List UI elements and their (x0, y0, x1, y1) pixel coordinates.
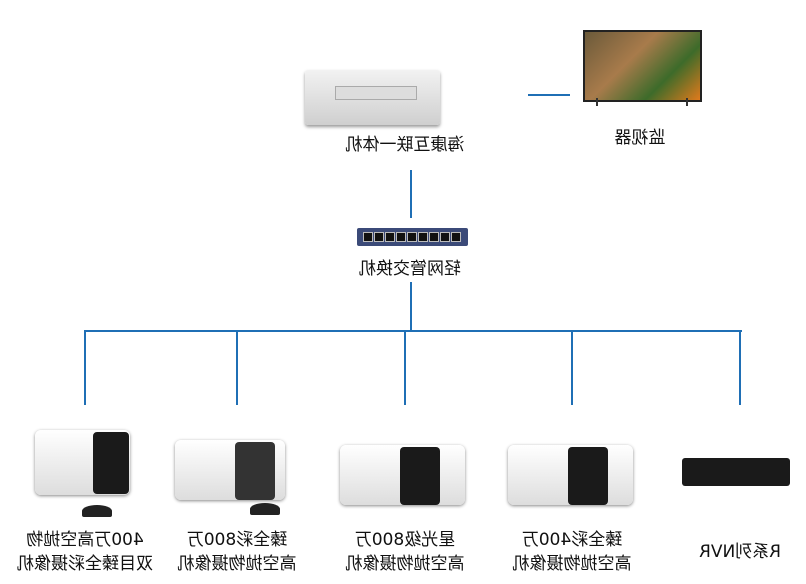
device-label: 星光级800万高空抛物摄像机 (345, 530, 465, 574)
link-line (410, 282, 412, 330)
all-in-one-label: 海康互联一体机 (345, 135, 465, 155)
link-line (528, 94, 570, 96)
camera-image (35, 430, 130, 495)
drop-line (236, 330, 238, 405)
drop-line (571, 330, 573, 405)
drop-line (84, 330, 86, 405)
drop-line (404, 330, 406, 405)
device-label: 臻全彩800万高空抛物摄像机 (177, 530, 297, 574)
monitor-label: 监视器 (614, 128, 666, 148)
bus-line (84, 330, 742, 332)
nvr-image (682, 458, 790, 486)
camera-image (340, 445, 465, 505)
monitor-leg (596, 98, 598, 106)
drop-line (739, 330, 741, 405)
device-label: 臻全彩400万高空抛物摄像机 (512, 530, 632, 574)
device-label: R系列NVR (699, 542, 781, 562)
switch-label: 轻网管交换机 (359, 259, 461, 279)
switch-image (357, 228, 468, 246)
monitor-image (583, 30, 702, 102)
all-in-one-device-image (305, 70, 440, 125)
link-line (410, 170, 412, 218)
camera-image (508, 445, 633, 505)
monitor-leg (686, 98, 688, 106)
camera-stand (250, 503, 280, 515)
camera-image (175, 440, 285, 500)
camera-stand (82, 505, 112, 517)
device-label: 400万高空抛物双目臻全彩摄像机 (17, 530, 153, 574)
